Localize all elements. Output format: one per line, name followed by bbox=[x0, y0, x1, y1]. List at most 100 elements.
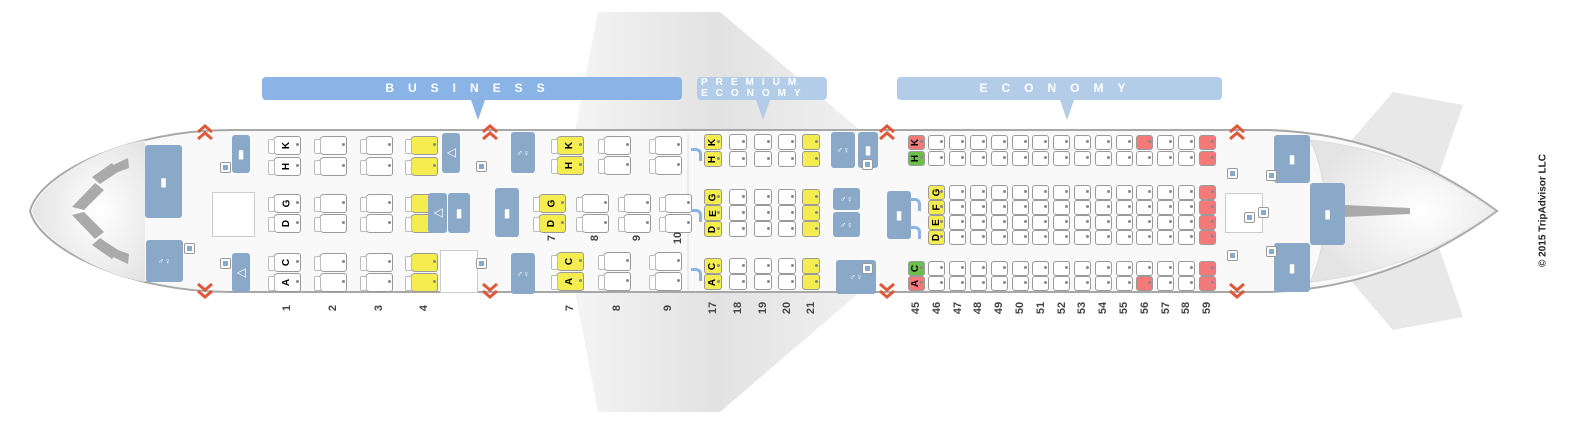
seat-51H[interactable] bbox=[1032, 150, 1050, 166]
seat-56F[interactable] bbox=[1136, 199, 1154, 215]
seat-53A[interactable] bbox=[1073, 275, 1091, 291]
seat-53C[interactable] bbox=[1073, 260, 1091, 276]
seat-51K[interactable] bbox=[1032, 134, 1050, 150]
seat-51C[interactable] bbox=[1032, 260, 1050, 276]
seat-46E[interactable]: E bbox=[928, 214, 946, 230]
seat-59E[interactable] bbox=[1198, 214, 1216, 230]
seat-3A[interactable] bbox=[360, 272, 393, 292]
seat-52G[interactable] bbox=[1053, 184, 1071, 200]
seat-56H[interactable] bbox=[1136, 150, 1154, 166]
seat-18A[interactable] bbox=[729, 274, 747, 290]
seat-52K[interactable] bbox=[1053, 134, 1071, 150]
seat-52A[interactable] bbox=[1053, 275, 1071, 291]
seat-18D[interactable] bbox=[729, 221, 747, 237]
seat-48D[interactable] bbox=[969, 229, 987, 245]
seat-57E[interactable] bbox=[1157, 214, 1175, 230]
seat-17H[interactable]: H bbox=[704, 151, 722, 167]
seat-1C[interactable]: C bbox=[268, 252, 301, 272]
seat-59D[interactable] bbox=[1198, 229, 1216, 245]
seat-7K[interactable]: K bbox=[551, 135, 584, 155]
seat-47K[interactable] bbox=[949, 134, 967, 150]
seat-55E[interactable] bbox=[1115, 214, 1133, 230]
seat-53D[interactable] bbox=[1073, 229, 1091, 245]
seat-3C[interactable] bbox=[360, 252, 393, 272]
seat-56K[interactable] bbox=[1136, 134, 1154, 150]
seat-50D[interactable] bbox=[1011, 229, 1029, 245]
seat-55A[interactable] bbox=[1115, 275, 1133, 291]
seat-49D[interactable] bbox=[990, 229, 1008, 245]
seat-49E[interactable] bbox=[990, 214, 1008, 230]
seat-2A[interactable] bbox=[314, 272, 347, 292]
seat-56C[interactable] bbox=[1136, 260, 1154, 276]
seat-19C[interactable] bbox=[754, 258, 772, 274]
seat-47H[interactable] bbox=[949, 150, 967, 166]
seat-47A[interactable] bbox=[949, 275, 967, 291]
seat-18C[interactable] bbox=[729, 258, 747, 274]
seat-55D[interactable] bbox=[1115, 229, 1133, 245]
seat-17A[interactable]: A bbox=[704, 274, 722, 290]
seat-19H[interactable] bbox=[754, 151, 772, 167]
seat-49G[interactable] bbox=[990, 184, 1008, 200]
seat-4A[interactable] bbox=[405, 272, 438, 292]
seat-19E[interactable] bbox=[754, 205, 772, 221]
seat-53H[interactable] bbox=[1073, 150, 1091, 166]
seat-54H[interactable] bbox=[1094, 150, 1112, 166]
seat-56A[interactable] bbox=[1136, 275, 1154, 291]
seat-49C[interactable] bbox=[990, 260, 1008, 276]
seat-21H[interactable] bbox=[802, 151, 820, 167]
seat-2G[interactable] bbox=[314, 193, 347, 213]
seat-4C[interactable] bbox=[405, 252, 438, 272]
seat-59K[interactable] bbox=[1198, 134, 1216, 150]
seat-3H[interactable] bbox=[360, 156, 393, 176]
seat-58C[interactable] bbox=[1177, 260, 1195, 276]
seat-58H[interactable] bbox=[1177, 150, 1195, 166]
seat-56E[interactable] bbox=[1136, 214, 1154, 230]
seat-50K[interactable] bbox=[1011, 134, 1029, 150]
seat-9A[interactable] bbox=[649, 271, 682, 291]
seat-47F[interactable] bbox=[949, 199, 967, 215]
seat-21A[interactable] bbox=[802, 274, 820, 290]
seat-59C[interactable] bbox=[1198, 260, 1216, 276]
seat-50C[interactable] bbox=[1011, 260, 1029, 276]
seat-46K[interactable] bbox=[928, 134, 946, 150]
seat-3K[interactable] bbox=[360, 135, 393, 155]
seat-46D[interactable]: D bbox=[928, 229, 946, 245]
seat-51A[interactable] bbox=[1032, 275, 1050, 291]
seat-2K[interactable] bbox=[314, 135, 347, 155]
seat-47E[interactable] bbox=[949, 214, 967, 230]
seat-54K[interactable] bbox=[1094, 134, 1112, 150]
seat-48H[interactable] bbox=[969, 150, 987, 166]
seat-1D[interactable]: D bbox=[268, 213, 301, 233]
seat-45C[interactable]: C bbox=[907, 260, 925, 276]
seat-20D[interactable] bbox=[778, 221, 796, 237]
seat-18K[interactable] bbox=[729, 134, 747, 150]
seat-1A[interactable]: A bbox=[268, 272, 301, 292]
seat-46G[interactable]: G bbox=[928, 184, 946, 200]
seat-53K[interactable] bbox=[1073, 134, 1091, 150]
seat-9D[interactable] bbox=[618, 213, 651, 233]
seat-2C[interactable] bbox=[314, 252, 347, 272]
seat-54C[interactable] bbox=[1094, 260, 1112, 276]
seat-51G[interactable] bbox=[1032, 184, 1050, 200]
seat-59G[interactable] bbox=[1198, 184, 1216, 200]
seat-4H[interactable] bbox=[405, 156, 438, 176]
seat-7A[interactable]: A bbox=[551, 271, 584, 291]
seat-58A[interactable] bbox=[1177, 275, 1195, 291]
seat-1G[interactable]: G bbox=[268, 193, 301, 213]
seat-46A[interactable] bbox=[928, 275, 946, 291]
seat-59H[interactable] bbox=[1198, 150, 1216, 166]
seat-51D[interactable] bbox=[1032, 229, 1050, 245]
seat-7D[interactable]: D bbox=[533, 213, 566, 233]
seat-8G[interactable] bbox=[576, 193, 609, 213]
seat-54G[interactable] bbox=[1094, 184, 1112, 200]
seat-57A[interactable] bbox=[1157, 275, 1175, 291]
seat-56G[interactable] bbox=[1136, 184, 1154, 200]
seat-18G[interactable] bbox=[729, 189, 747, 205]
seat-2H[interactable] bbox=[314, 156, 347, 176]
seat-21K[interactable] bbox=[802, 134, 820, 150]
seat-57F[interactable] bbox=[1157, 199, 1175, 215]
seat-21C[interactable] bbox=[802, 258, 820, 274]
seat-7H[interactable]: H bbox=[551, 155, 584, 175]
seat-57C[interactable] bbox=[1157, 260, 1175, 276]
seat-47G[interactable] bbox=[949, 184, 967, 200]
